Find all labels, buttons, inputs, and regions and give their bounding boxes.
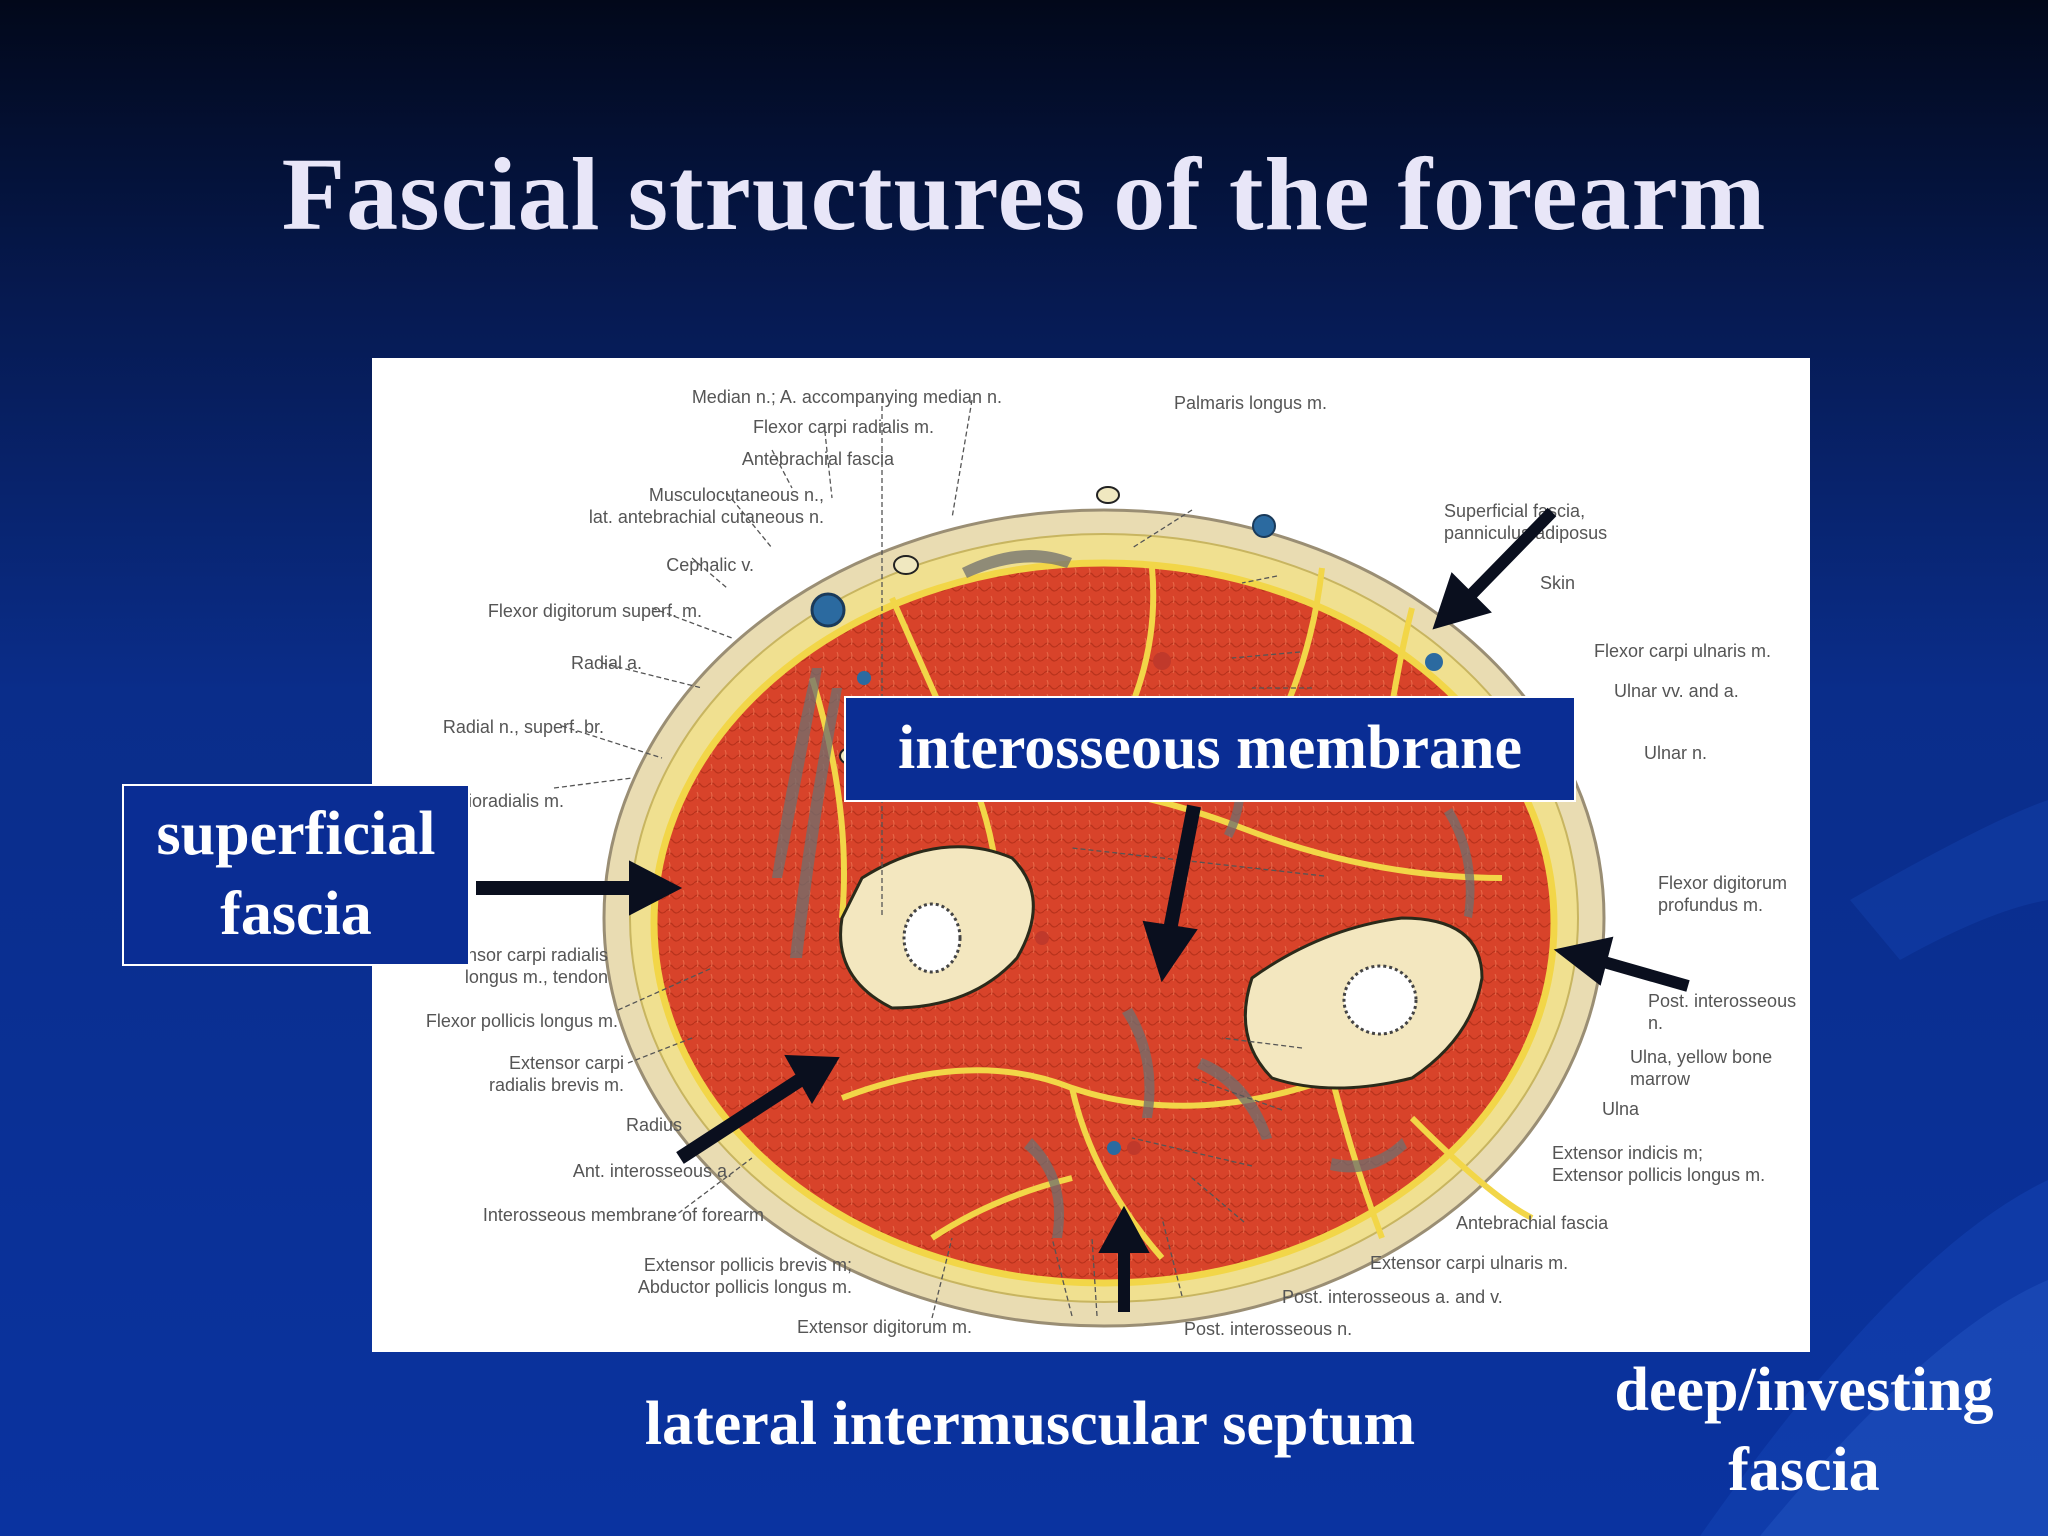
label-antebrachial-fascia-left: Antebrachial fascia bbox=[741, 449, 894, 469]
label-antebrachial-fascia-right: Antebrachial fascia bbox=[1456, 1213, 1609, 1233]
label-post-interosseous-n-upper: Post. interosseous n. bbox=[1648, 991, 1797, 1033]
label-flexor-carpi-radialis: Flexor carpi radialis m. bbox=[752, 417, 934, 437]
label-interosseous-membrane: Interosseous membrane of forearm bbox=[482, 1205, 764, 1225]
label-ulnar-n: Ulnar n. bbox=[1644, 743, 1708, 763]
label-ext-carpi-ulnaris: Extensor carpi ulnaris m. bbox=[1370, 1253, 1569, 1273]
label-flexor-digitorum-superf: Flexor digitorum superf. m. bbox=[487, 601, 702, 621]
caption-deep-investing-fascia: deep/investing fascia bbox=[1614, 1356, 1994, 1504]
label-ext-carpi-rad-longus: Extensor carpi radialis longus m., tendo… bbox=[431, 945, 608, 987]
label-superficial-fascia: Superficial fascia, panniculus adiposus bbox=[1444, 501, 1608, 543]
label-post-interosseous-a-v: Post. interosseous a. and v. bbox=[1282, 1287, 1503, 1307]
forearm-cross-section-figure: Median n.; A. accompanying median n. Fle… bbox=[372, 358, 1810, 1352]
label-palmaris-longus: Palmaris longus m. bbox=[1174, 393, 1328, 413]
callout-interosseous-membrane: interosseous membrane bbox=[844, 696, 1576, 802]
label-flexor-carpi-ulnaris: Flexor carpi ulnaris m. bbox=[1594, 641, 1772, 661]
label-ext-indicis: Extensor indicis m; Extensor pollicis lo… bbox=[1552, 1143, 1766, 1185]
label-flexor-pollicis-longus: Flexor pollicis longus m. bbox=[425, 1011, 618, 1031]
slide-title: Fascial structures of the forearm bbox=[281, 137, 1767, 252]
caption-lateral-intermuscular-septum: lateral intermuscular septum bbox=[644, 1390, 1416, 1458]
radius-marrow bbox=[902, 902, 962, 974]
label-flexor-digitorum-profundus: Flexor digitorum profundus m. bbox=[1658, 873, 1788, 915]
ulna-marrow bbox=[1342, 964, 1418, 1036]
label-median-n: Median n.; A. accompanying median n. bbox=[691, 387, 1002, 407]
label-ext-carpi-rad-brevis: Extensor carpi radialis brevis m. bbox=[488, 1053, 624, 1095]
label-ulnar-vv: Ulnar vv. and a. bbox=[1614, 681, 1739, 701]
label-ulna: Ulna bbox=[1602, 1099, 1640, 1119]
vessels bbox=[810, 514, 1443, 1155]
label-cephalic-v: Cephalic v. bbox=[666, 555, 754, 575]
label-ext-digitorum: Extensor digitorum m. bbox=[796, 1317, 972, 1337]
callout-superficial-fascia: superficial fascia bbox=[122, 784, 470, 966]
label-ulna-marrow: Ulna, yellow bone marrow bbox=[1630, 1047, 1773, 1089]
label-post-interosseous-n: Post. interosseous n. bbox=[1184, 1319, 1353, 1339]
label-ext-pollicis-brevis: Extensor pollicis brevis m; Abductor pol… bbox=[637, 1255, 852, 1297]
label-ant-interosseous-a: Ant. interosseous a. bbox=[572, 1161, 732, 1181]
label-radial-a: Radial a. bbox=[570, 653, 642, 673]
label-radial-n-superf: Radial n., superf. br. bbox=[442, 717, 604, 737]
label-skin: Skin bbox=[1540, 573, 1576, 593]
label-musculocutaneous-n: Musculocutaneous n., lat. antebrachial c… bbox=[588, 485, 824, 527]
label-radius: Radius bbox=[625, 1115, 682, 1135]
leader-lines bbox=[553, 398, 1325, 1319]
